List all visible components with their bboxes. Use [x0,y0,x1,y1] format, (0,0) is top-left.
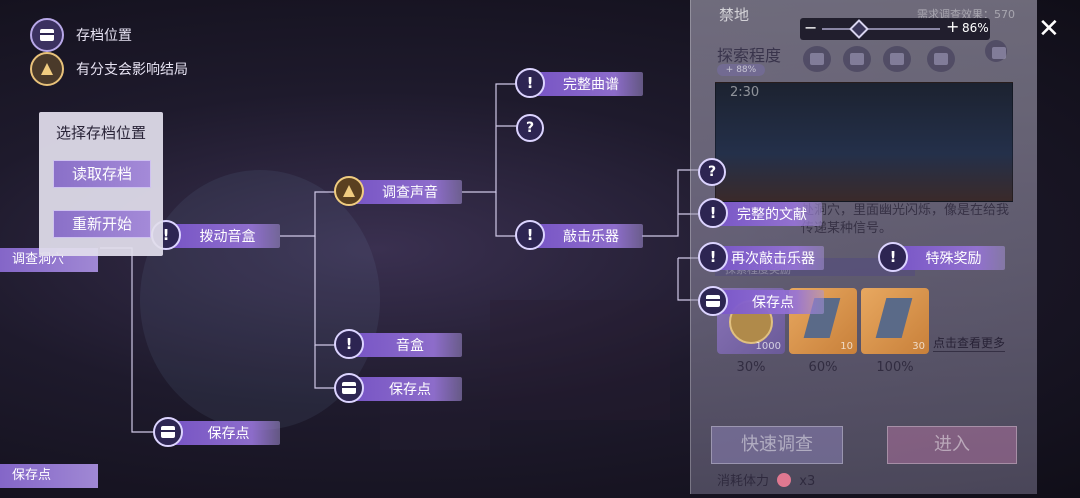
crystal-icon [875,298,913,338]
node-unknown[interactable]: ? [516,114,544,142]
zoom-slider-track[interactable] [822,28,940,30]
legend-save-location: 存档位置 [30,18,132,52]
node-label: 调查声音 [382,185,438,201]
branch-boat-icon [30,52,64,86]
view-more-link[interactable]: 点击查看更多 [933,336,1006,352]
panel-requirement: 需求调查效果：570 [917,8,1015,21]
zoom-value: 86% [962,21,989,35]
node-label: 完整曲谱 [563,77,619,93]
node-special-reward[interactable]: ! 特殊奖励 [878,242,1005,272]
node-label: 特殊奖励 [925,251,982,267]
puzzle-icon[interactable] [843,46,871,72]
branch-boat-icon [334,176,364,206]
node-strike-instrument[interactable]: ! 敲击乐器 [515,220,643,250]
reward-count: 1000 [755,341,781,352]
explore-badge: + 88% [717,64,765,76]
popup-title: 选择存档位置 [55,124,146,142]
exclamation-icon: ! [515,220,545,250]
close-icon[interactable]: ✕ [1038,14,1060,44]
panel-title: 禁地 [719,6,750,24]
zoom-out-button[interactable]: − [804,18,818,37]
settings-icon[interactable] [985,40,1007,62]
save-chest-icon [153,417,183,447]
puzzle-icon[interactable] [927,46,955,72]
exclamation-icon: ! [334,329,364,359]
load-save-button[interactable]: 读取存档 [53,160,151,188]
node-investigate-sound[interactable]: 调查声音 [334,176,462,206]
node-save-point-1[interactable]: 保存点 [334,373,462,403]
reward-crystal[interactable]: 30 [861,288,929,354]
heart-icon [777,473,792,487]
node-label: 音盒 [396,338,424,354]
legend-branch: 有分支会影响结局 [30,52,188,86]
reward-percent: 60% [808,360,838,375]
video-preview[interactable]: 2:30 [715,82,1013,202]
explore-label: 探索程度 [717,46,782,65]
node-full-document[interactable]: ! 完整的文献 [698,198,822,228]
node-pluck-musicbox[interactable]: ! 拨动音盒 [151,220,280,250]
node-label: 敲击乐器 [563,229,619,245]
reward-count: 30 [912,341,925,352]
exclamation-icon: ! [698,198,728,228]
exclamation-icon: ! [878,242,908,272]
node-musicbox[interactable]: ! 音盒 [334,329,462,359]
reward-percent: 30% [736,360,766,375]
panel-description: 处洞穴，里面幽光闪烁，像是在给我传递某种信号。 [801,203,1010,236]
node-full-score[interactable]: ! 完整曲谱 [515,68,643,98]
restart-button[interactable]: 重新开始 [53,210,151,238]
save-chest-icon [698,286,728,316]
exclamation-icon: ! [698,242,728,272]
node-label: 保存点 [207,426,250,442]
zoom-slider-handle[interactable] [849,19,869,39]
quick-investigate-button[interactable]: 快速调查 [711,426,843,464]
node-label: 保存点 [12,468,52,483]
legend-save-text: 存档位置 [76,28,132,44]
node-label: 拨动音盒 [199,229,256,245]
question-icon: ? [707,164,717,180]
save-select-popup: 选择存档位置 读取存档 重新开始 [39,112,163,256]
reward-percent: 100% [876,360,914,375]
exclamation-icon: ! [515,68,545,98]
node-label: 完整的文献 [737,207,807,223]
save-chest-icon [30,18,64,52]
zoom-in-button[interactable]: + [946,17,960,36]
node-save-point-edge[interactable]: 保存点 [0,464,98,488]
node-unknown-2[interactable]: ? [698,158,726,186]
cost-value: x3 [799,474,816,489]
save-chest-icon [334,373,364,403]
stamina-cost: 消耗体力 x3 [717,470,815,489]
video-time: 2:30 [730,85,760,100]
question-icon: ? [525,120,535,136]
node-label: 再次敲击乐器 [731,251,815,267]
puzzle-icon[interactable] [803,46,831,72]
enter-button[interactable]: 进入 [887,426,1017,464]
node-label: 保存点 [752,295,794,311]
cost-label: 消耗体力 [717,474,770,489]
node-save-point-2[interactable]: 保存点 [153,417,280,447]
node-label: 保存点 [389,382,431,398]
node-save-point-3[interactable]: 保存点 [698,286,824,316]
puzzle-icon[interactable] [883,46,911,72]
legend-branch-text: 有分支会影响结局 [76,62,188,78]
zoom-control: − + 86% [800,17,990,40]
node-strike-again[interactable]: ! 再次敲击乐器 [698,242,824,272]
reward-count: 10 [840,341,853,352]
